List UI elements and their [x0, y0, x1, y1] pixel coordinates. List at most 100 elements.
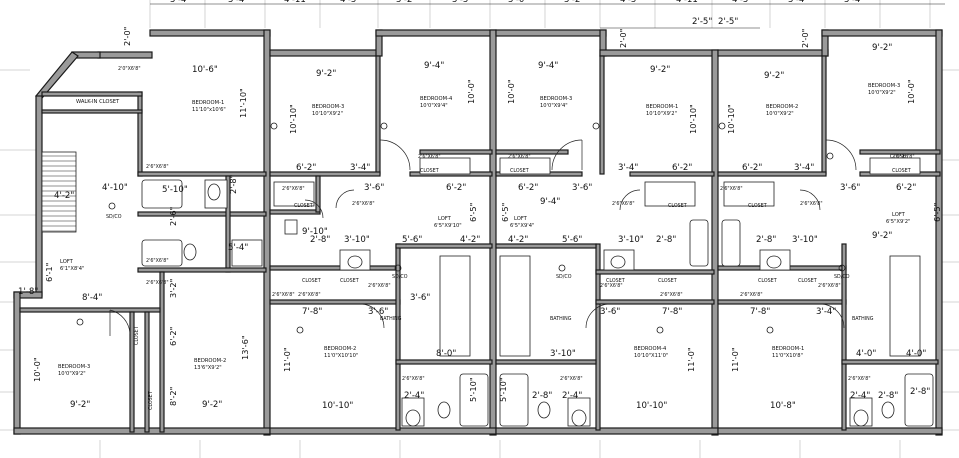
closet-label: CLOSET — [798, 278, 817, 284]
room-label: BEDROOM-2 — [324, 346, 356, 352]
room-label: LOFT — [892, 212, 906, 218]
svg-text:3'-2": 3'-2" — [168, 279, 178, 298]
svg-text:10'-0": 10'-0" — [466, 79, 476, 104]
svg-text:6'-2": 6'-2" — [742, 163, 762, 173]
door-tag: 2'6"X6'8" — [146, 280, 169, 286]
top-dimension-label: 5'-0" — [508, 0, 528, 5]
svg-text:6'-5": 6'-5" — [468, 203, 478, 222]
svg-text:9'-2": 9'-2" — [764, 71, 784, 81]
svg-text:3'-4": 3'-4" — [794, 163, 814, 173]
door-tag: 2'6"X6'8" — [560, 376, 583, 382]
svg-text:5'-6": 5'-6" — [562, 235, 582, 245]
svg-text:6'-2": 6'-2" — [672, 163, 692, 173]
door-tag: 2'6"X6'8" — [818, 283, 841, 289]
room-size: 11'10"x10'6" — [192, 107, 226, 113]
room-label: BEDROOM-3 — [868, 83, 900, 89]
svg-text:2'-5": 2'-5" — [692, 17, 712, 27]
svg-text:2'-8": 2'-8" — [310, 235, 330, 245]
room-size: 6'5"X9'2" — [886, 219, 910, 225]
svg-text:6'-2": 6'-2" — [296, 163, 316, 173]
room-label: LOFT — [438, 216, 452, 222]
room-size: 11'0"X10'8" — [772, 353, 803, 359]
svg-text:4'-2": 4'-2" — [460, 235, 480, 245]
closet-label: CLOSET — [134, 326, 140, 345]
room-label: BEDROOM-4 — [634, 346, 667, 352]
svg-text:9'-2": 9'-2" — [872, 43, 892, 53]
top-dimension-label: 4'-5" — [732, 0, 752, 5]
door-tags: 2'0"X6'8" 2'6"X6'8" 2'6"X6'8" 2'6"X6'8" … — [118, 66, 915, 382]
room-size: 10'0"X9'4" — [420, 103, 448, 109]
svg-text:4'-2": 4'-2" — [54, 191, 74, 201]
door-tag: 2'6"X6'8" — [660, 292, 683, 298]
door-tag: 2'6"X6'8" — [848, 376, 871, 382]
svg-text:2'-6": 2'-6" — [168, 207, 178, 226]
smoke-detector-label: SD/CO — [392, 274, 408, 280]
svg-text:2'-0": 2'-0" — [800, 29, 810, 48]
room-size: 13'6"X9'2" — [194, 365, 222, 371]
svg-text:9'-10": 9'-10" — [302, 227, 328, 237]
dimension-labels: 2'-0" 10'-6" 11'-10" 4'-2" 4'-10" 5'-10"… — [18, 17, 942, 411]
room-label: LOFT — [60, 259, 74, 265]
svg-text:10'-8": 10'-8" — [770, 401, 796, 411]
top-dimension-label: 4'-5" — [620, 0, 640, 5]
closet-label: CLOSET — [890, 154, 909, 160]
door-tag: 2'6"X6'8" — [146, 164, 169, 170]
svg-text:9'-2": 9'-2" — [70, 400, 90, 410]
svg-text:9'-2": 9'-2" — [650, 65, 670, 75]
closet-label: CLOSET — [340, 278, 359, 284]
door-tag: 2'6"X6'8" — [600, 283, 623, 289]
door-tag: 2'0"X6'8" — [118, 66, 141, 72]
door-tag: 2'6"X6'8" — [146, 258, 169, 264]
svg-text:2'-5": 2'-5" — [718, 17, 738, 27]
svg-text:2'-0": 2'-0" — [122, 27, 132, 46]
room-size: 10'10"X9'2" — [312, 111, 343, 117]
svg-text:2'-4": 2'-4" — [562, 391, 582, 401]
top-dimension-label: 4'-11" — [676, 0, 702, 5]
room-label: BEDROOM-4 — [420, 96, 453, 102]
top-dimension-label: 5'-4" — [788, 0, 808, 5]
svg-text:2'-8": 2'-8" — [228, 175, 238, 194]
door-tag: 2'6"X6'8" — [740, 292, 763, 298]
svg-text:9'-2": 9'-2" — [316, 69, 336, 79]
svg-text:5'-10": 5'-10" — [498, 377, 508, 402]
svg-text:3'-6": 3'-6" — [572, 183, 592, 193]
svg-text:10'-0": 10'-0" — [906, 79, 916, 104]
top-dimension-label: 5'-4" — [844, 0, 864, 5]
room-label: BEDROOM-3 — [540, 96, 572, 102]
svg-text:10'-10": 10'-10" — [322, 401, 353, 411]
closet-label: CLOSET — [302, 278, 321, 284]
door-tag: 2'6"X6'8" — [892, 154, 915, 160]
svg-text:8'-2": 8'-2" — [168, 387, 178, 406]
svg-text:4'-0": 4'-0" — [856, 349, 876, 359]
svg-text:9'-4": 9'-4" — [538, 61, 558, 71]
svg-text:8'-0": 8'-0" — [436, 349, 456, 359]
svg-text:2'-8": 2'-8" — [656, 235, 676, 245]
svg-text:4'-2": 4'-2" — [508, 235, 528, 245]
door-tag: 2'6"X6'8" — [402, 376, 425, 382]
svg-text:5'-10": 5'-10" — [468, 377, 478, 402]
svg-text:3'-10": 3'-10" — [550, 349, 576, 359]
svg-text:2'-0": 2'-0" — [618, 29, 628, 48]
room-size: 10'10"X9'2" — [646, 111, 677, 117]
svg-text:5'-4": 5'-4" — [228, 243, 248, 253]
svg-text:3'-6": 3'-6" — [840, 183, 860, 193]
svg-text:6'-1": 6'-1" — [44, 263, 54, 282]
closet-label: CLOSET — [420, 168, 439, 174]
svg-text:1'-8": 1'-8" — [18, 287, 38, 297]
closet-label: CLOSET — [658, 278, 677, 284]
room-label: BEDROOM-1 — [192, 100, 224, 106]
svg-text:3'-10": 3'-10" — [618, 235, 644, 245]
door-tag: 2'6"X6'8" — [352, 201, 375, 207]
svg-text:2'-8": 2'-8" — [910, 387, 930, 397]
svg-text:6'-5": 6'-5" — [932, 203, 942, 222]
svg-text:11'-0": 11'-0" — [730, 347, 740, 372]
svg-text:2'-4": 2'-4" — [850, 391, 870, 401]
svg-text:6'-2": 6'-2" — [168, 327, 178, 346]
svg-text:3'-4": 3'-4" — [618, 163, 638, 173]
room-label: BEDROOM-2 — [194, 358, 226, 364]
svg-text:3'-6": 3'-6" — [600, 307, 620, 317]
door-tag: 2'6"X6'8" — [720, 186, 743, 192]
top-dimension-label: 5'-4" — [170, 0, 190, 5]
